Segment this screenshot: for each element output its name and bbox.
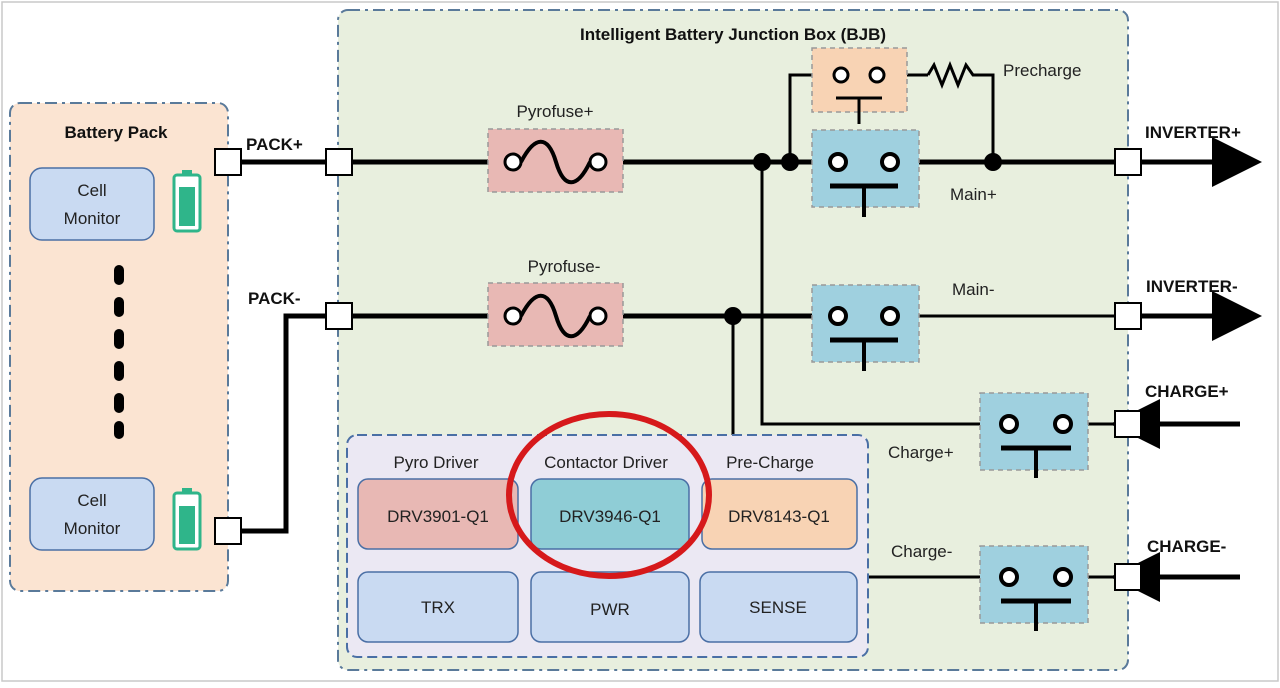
main-minus-contactor (811, 284, 920, 371)
contactor-driver-header: Contactor Driver (544, 453, 668, 472)
battery-icon (172, 488, 202, 551)
cell-monitor-bottom-line2: Monitor (64, 519, 121, 538)
pack-minus-terminal-outer (214, 517, 242, 545)
pwr-label: PWR (590, 600, 630, 619)
pwr-block (530, 571, 690, 643)
pack-minus-label: PACK- (248, 289, 301, 308)
precharge-label: Precharge (1003, 61, 1081, 80)
charge-minus-terminal-label: CHARGE- (1147, 537, 1226, 556)
pyrofuse-plus (487, 128, 624, 193)
pyro-driver-chip (357, 478, 519, 550)
charge-minus-contactor (979, 545, 1089, 631)
ellipsis-dots (114, 265, 124, 439)
main-plus-label: Main+ (950, 185, 997, 204)
junction-dot (781, 153, 799, 171)
battery-pack-title: Battery Pack (64, 123, 168, 142)
pack-minus-terminal-inner (325, 302, 353, 330)
pyro-driver-header: Pyro Driver (393, 453, 478, 472)
cell-monitor-top-line2: Monitor (64, 209, 121, 228)
junction-dot (984, 153, 1002, 171)
contactor-driver-chip (530, 478, 690, 550)
precharge-chip (701, 478, 858, 550)
cell-monitor-bottom-line1: Cell (77, 491, 106, 510)
contactor-driver-chip-label: DRV3946-Q1 (559, 507, 661, 526)
precharge-chip-label: DRV8143-Q1 (728, 507, 830, 526)
charge-plus-contactor (979, 392, 1089, 478)
charge-minus-terminal (1114, 563, 1142, 591)
pack-minus-wire (240, 313, 325, 534)
cell-monitor-top-line1: Cell (77, 181, 106, 200)
cell-monitor-top (29, 167, 155, 241)
inverter-minus-terminal (1114, 302, 1142, 330)
bjb-title: Intelligent Battery Junction Box (BJB) (580, 25, 886, 44)
precharge-resistor (926, 60, 995, 162)
sense-block (699, 571, 858, 643)
inverter-minus-label: INVERTER- (1146, 277, 1238, 296)
precharge-relay (811, 47, 908, 124)
trx-block (357, 571, 519, 643)
precharge-header: Pre-Charge (726, 453, 814, 472)
charge-minus-label: Charge- (891, 542, 952, 561)
main-minus-label: Main- (952, 280, 995, 299)
pyrofuse-minus-label: Pyrofuse- (528, 257, 601, 276)
pack-plus-label: PACK+ (246, 135, 303, 154)
pyrofuse-minus (487, 282, 624, 347)
charge-plus-terminal (1114, 410, 1142, 438)
charge-plus-terminal-label: CHARGE+ (1145, 382, 1229, 401)
pack-plus-terminal-outer (214, 148, 242, 176)
pyro-driver-chip-label: DRV3901-Q1 (387, 507, 489, 526)
sense-label: SENSE (749, 598, 807, 617)
battery-icon (172, 170, 202, 233)
charge-plus-branch (760, 162, 985, 426)
junction-dot (724, 307, 742, 325)
main-plus-contactor (811, 129, 920, 217)
trx-label: TRX (421, 598, 455, 617)
junction-dot (753, 153, 771, 171)
pyrofuse-plus-label: Pyrofuse+ (516, 102, 593, 121)
inverter-plus-label: INVERTER+ (1145, 123, 1241, 142)
inverter-plus-terminal (1114, 148, 1142, 176)
pack-plus-terminal-inner (325, 148, 353, 176)
cell-monitor-bottom (29, 477, 155, 551)
charge-plus-label: Charge+ (888, 443, 954, 462)
highlight-ring (506, 411, 712, 579)
